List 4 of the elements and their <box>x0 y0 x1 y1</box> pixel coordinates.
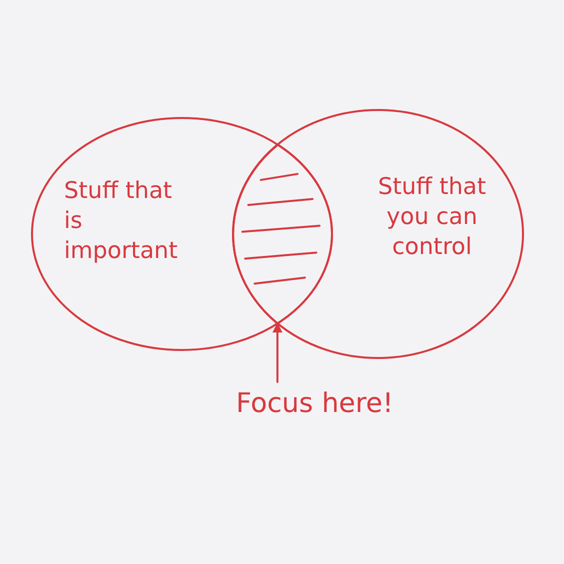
leader-arrow <box>272 322 282 383</box>
set-label: Stuff that is important <box>64 177 179 266</box>
set-label: Stuff that you can control <box>376 173 488 262</box>
annotation-text: Focus here! <box>236 386 394 422</box>
